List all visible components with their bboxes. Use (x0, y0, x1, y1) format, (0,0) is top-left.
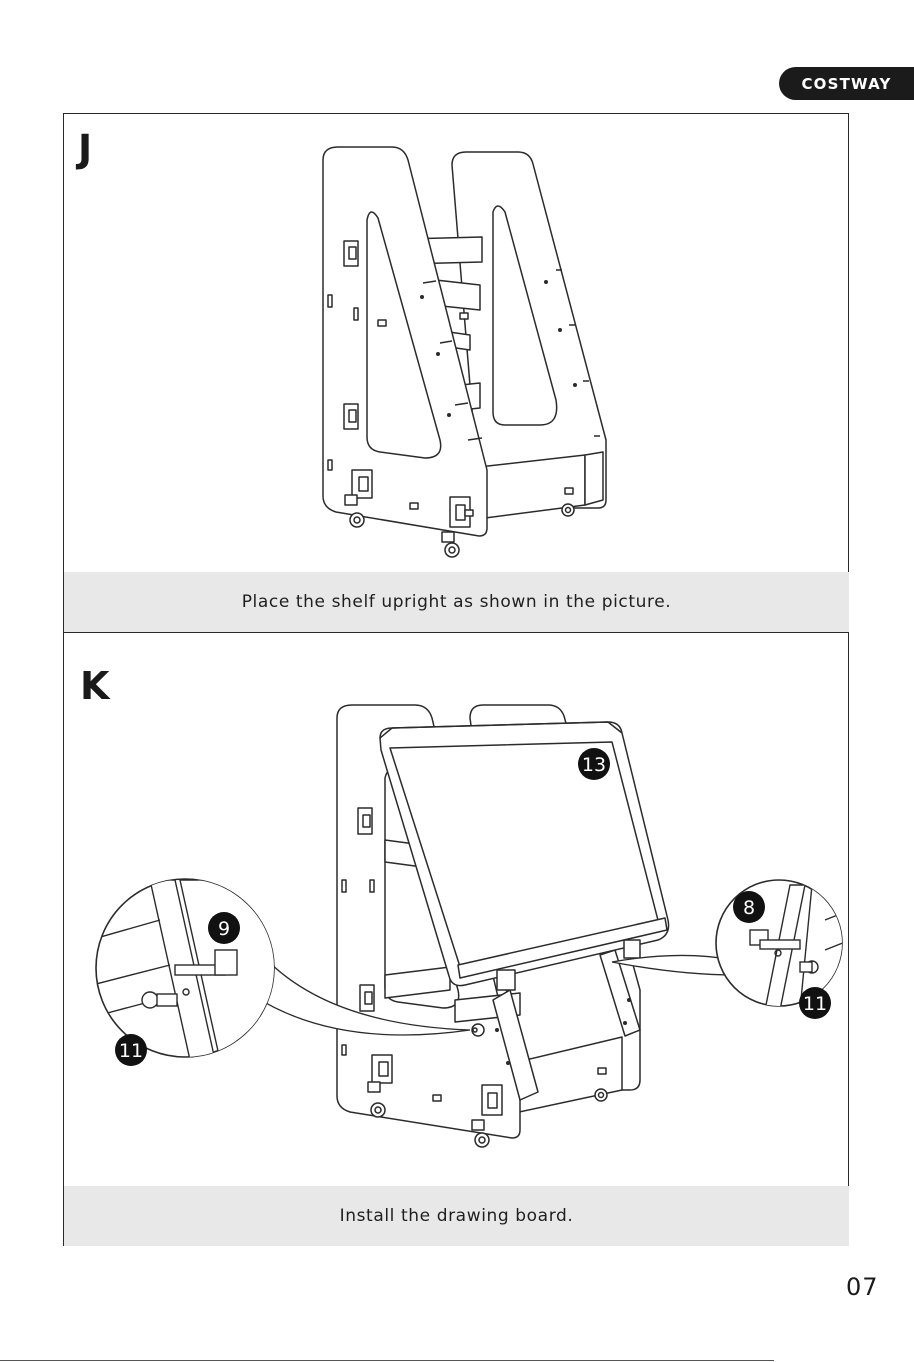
svg-text:11: 11 (119, 1040, 143, 1062)
page-number: 07 (846, 1273, 879, 1301)
callout-badge-left-top: 9 (208, 912, 240, 944)
callout-badge-board: 13 (578, 748, 610, 780)
callout-badge-left-bottom: 11 (115, 1034, 147, 1066)
svg-text:13: 13 (582, 754, 606, 776)
svg-text:11: 11 (803, 993, 827, 1015)
svg-text:9: 9 (218, 918, 230, 940)
callout-badge-right-top: 8 (733, 891, 765, 923)
callout-badge-right-bottom: 11 (799, 987, 831, 1019)
bottom-rule (0, 1360, 774, 1361)
svg-text:8: 8 (743, 897, 755, 919)
